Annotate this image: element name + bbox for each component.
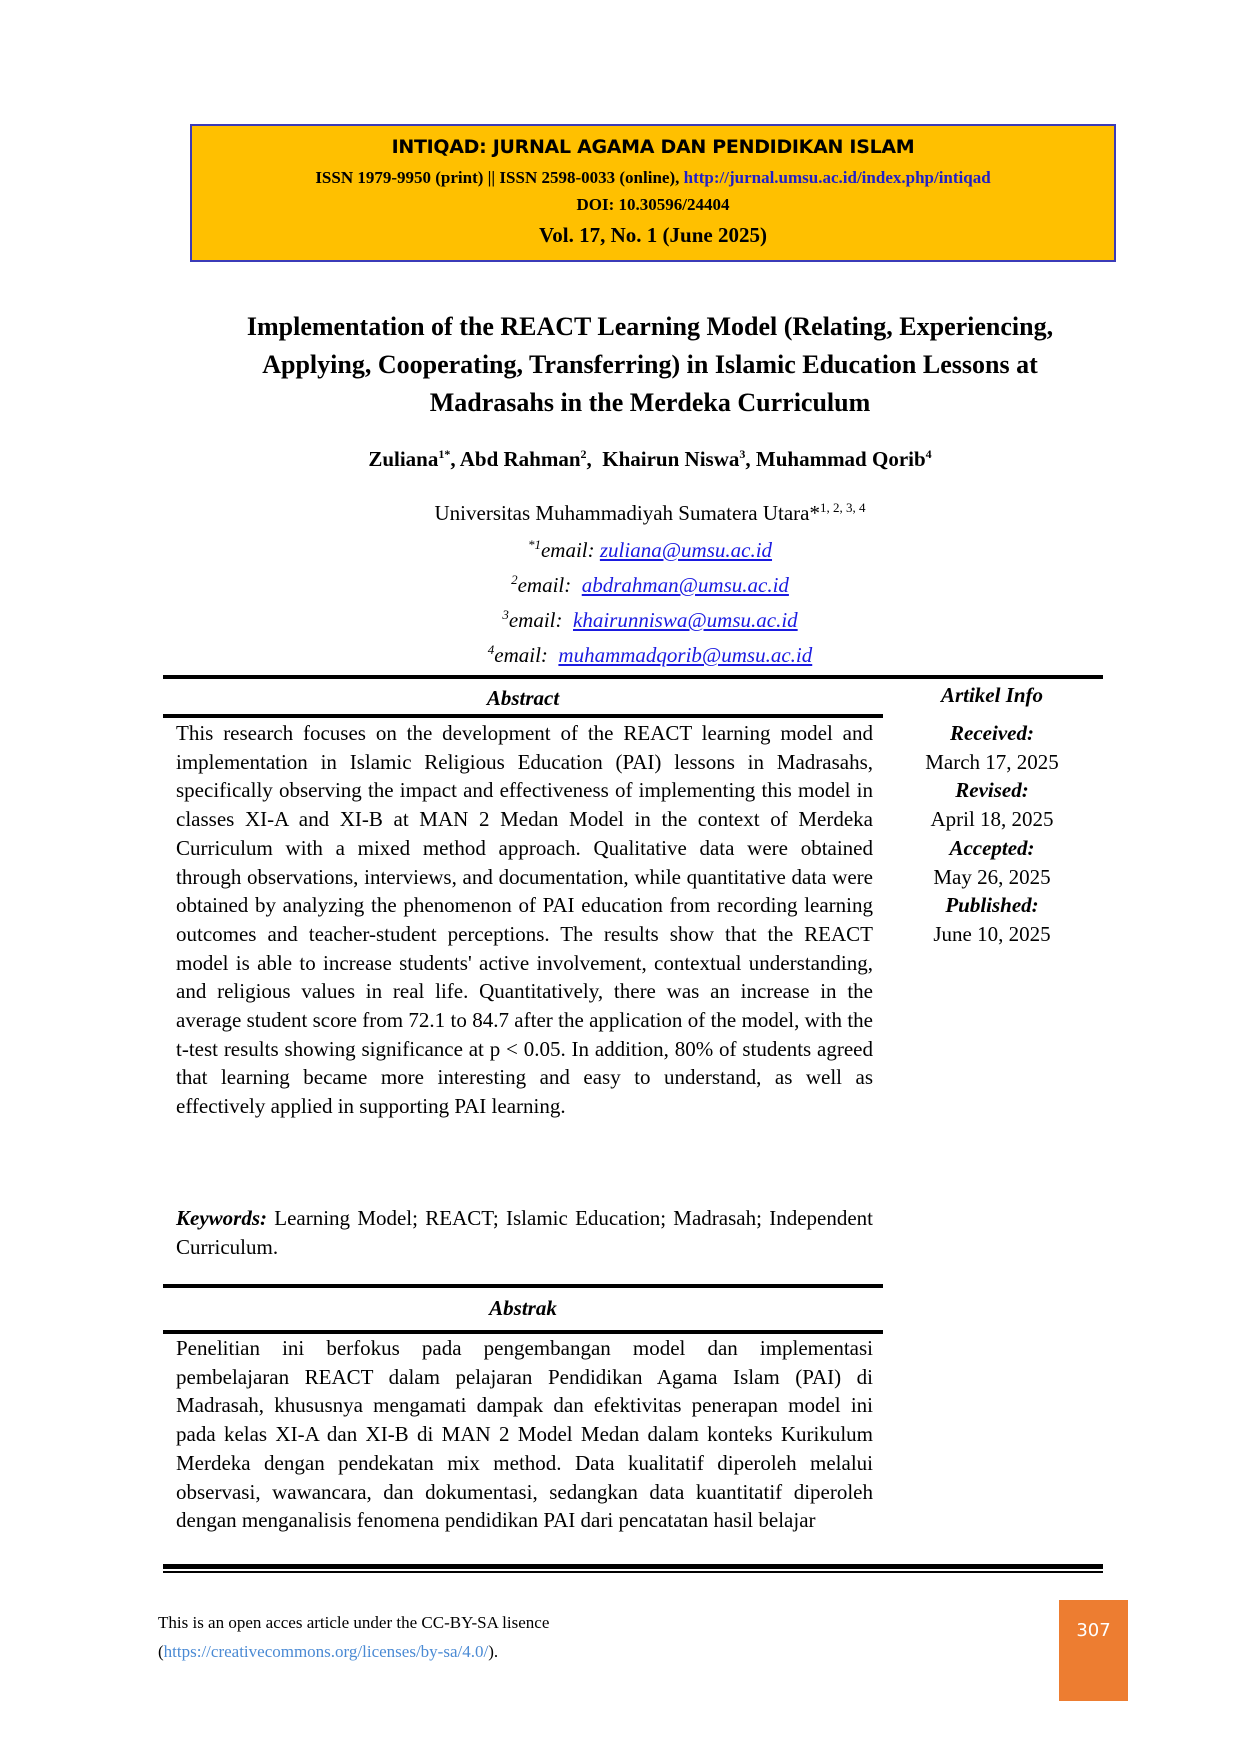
abstrak-top-rule (163, 1284, 883, 1288)
journal-name: INTIQAD: JURNAL AGAMA DAN PENDIDIKAN ISL… (391, 136, 915, 158)
license-url-link[interactable]: https://creativecommons.org/licenses/by-… (163, 1642, 489, 1661)
author-sup: 1* (438, 447, 451, 461)
license-footer: This is an open acces article under the … (158, 1608, 549, 1666)
author-separator: , (450, 447, 460, 471)
author-name: Khairun Niswa (602, 447, 740, 471)
keywords: Keywords: Learning Model; REACT; Islamic… (176, 1204, 873, 1261)
abstract-body: This research focuses on the development… (176, 721, 873, 1119)
email-label: email: (540, 538, 600, 562)
journal-issn: ISSN 1979-9950 (print) || ISSN 2598-0033… (192, 168, 1114, 188)
author-list: Zuliana1*, Abd Rahman2, Khairun Niswa3, … (150, 447, 1150, 472)
affiliation: Universitas Muhammadiyah Sumatera Utara*… (150, 500, 1150, 526)
email-link[interactable]: muhammadqorib@umsu.ac.id (558, 643, 813, 667)
email-sup: 3 (502, 607, 509, 622)
title-line: Madrasahs in the Merdeka Curriculum (429, 388, 871, 417)
journal-header-box: INTIQAD: JURNAL AGAMA DAN PENDIDIKAN ISL… (190, 124, 1116, 262)
journal-doi: DOI: 10.30596/24404 (576, 195, 730, 214)
keywords-label: Keywords: (176, 1206, 267, 1230)
title-line: Applying, Cooperating, Transferring) in … (262, 350, 1038, 379)
email-link[interactable]: khairunniswa@umsu.ac.id (573, 608, 798, 632)
keywords-text: Learning Model; REACT; Islamic Education… (176, 1206, 873, 1259)
article-title: Implementation of the REACT Learning Mod… (150, 308, 1150, 422)
published-date: June 10, 2025 (933, 921, 1051, 946)
revised-date: April 18, 2025 (930, 807, 1054, 832)
license-url-line: (https://creativecommons.org/licenses/by… (158, 1637, 549, 1666)
received-date: March 17, 2025 (925, 749, 1059, 774)
license-text: This is an open acces article under the … (158, 1613, 550, 1632)
received-label: Received: (950, 721, 1034, 745)
author-separator: , (745, 447, 756, 471)
published-label: Published: (945, 893, 1039, 918)
email-sup: *1 (527, 537, 541, 552)
abstrak-heading-rule (163, 1330, 883, 1334)
article-info-heading: Artikel Info (940, 683, 1044, 707)
journal-url-link[interactable]: http://jurnal.umsu.ac.id/index.php/intiq… (683, 168, 991, 187)
email-link[interactable]: abdrahman@umsu.ac.id (581, 573, 789, 597)
email-link[interactable]: zuliana@umsu.ac.id (599, 538, 773, 562)
accepted-label: Accepted: (949, 835, 1035, 860)
abstract-heading: Abstract (486, 686, 560, 710)
accepted-date: May 26, 2025 (933, 864, 1051, 889)
email-line: 4email: muhammadqorib@umsu.ac.id (150, 635, 1150, 670)
article-info: Received: March 17, 2025 Revised: April … (883, 719, 1101, 949)
affiliation-sup: 1, 2, 3, 4 (819, 500, 866, 515)
email-line: *1email: zuliana@umsu.ac.id (150, 530, 1150, 565)
email-line: 2email: abdrahman@umsu.ac.id (150, 565, 1150, 600)
page-number-box: 307 (1059, 1600, 1128, 1701)
issn-text: ISSN 1979-9950 (print) || ISSN 2598-0033… (315, 168, 684, 187)
author-sup: 4 (925, 447, 932, 461)
paren-open: ( (158, 1642, 164, 1661)
title-line: Implementation of the REACT Learning Mod… (246, 312, 1054, 341)
bottom-rule-thin (163, 1571, 1103, 1573)
revised-label: Revised: (955, 778, 1029, 803)
author-separator: , (586, 447, 603, 471)
email-label: email: (517, 573, 582, 597)
email-sup: 2 (511, 572, 518, 587)
author-sup: 2 (580, 447, 587, 461)
abstrak-body: Penelitian ini berfokus pada pengembanga… (176, 1336, 873, 1533)
top-rule (163, 675, 1103, 679)
email-list: *1email: zuliana@umsu.ac.id 2email: abdr… (150, 530, 1150, 670)
author-name: Zuliana (368, 447, 439, 471)
paren-close: ). (488, 1642, 499, 1661)
email-label: email: (508, 608, 573, 632)
abstrak-heading: Abstrak (489, 1296, 557, 1320)
email-label: email: (494, 643, 559, 667)
affiliation-name: Universitas Muhammadiyah Sumatera Utara* (434, 501, 820, 525)
author-sup: 3 (739, 447, 746, 461)
author-name: Abd Rahman (459, 447, 581, 471)
email-line: 3email: khairunniswa@umsu.ac.id (150, 600, 1150, 635)
email-sup: 4 (487, 642, 495, 657)
journal-volume: Vol. 17, No. 1 (June 2025) (539, 223, 767, 247)
bottom-rule-thick (163, 1564, 1103, 1569)
page-number: 307 (1076, 1620, 1111, 1641)
author-name: Muhammad Qorib (755, 447, 926, 471)
abstract-heading-rule (163, 714, 883, 718)
